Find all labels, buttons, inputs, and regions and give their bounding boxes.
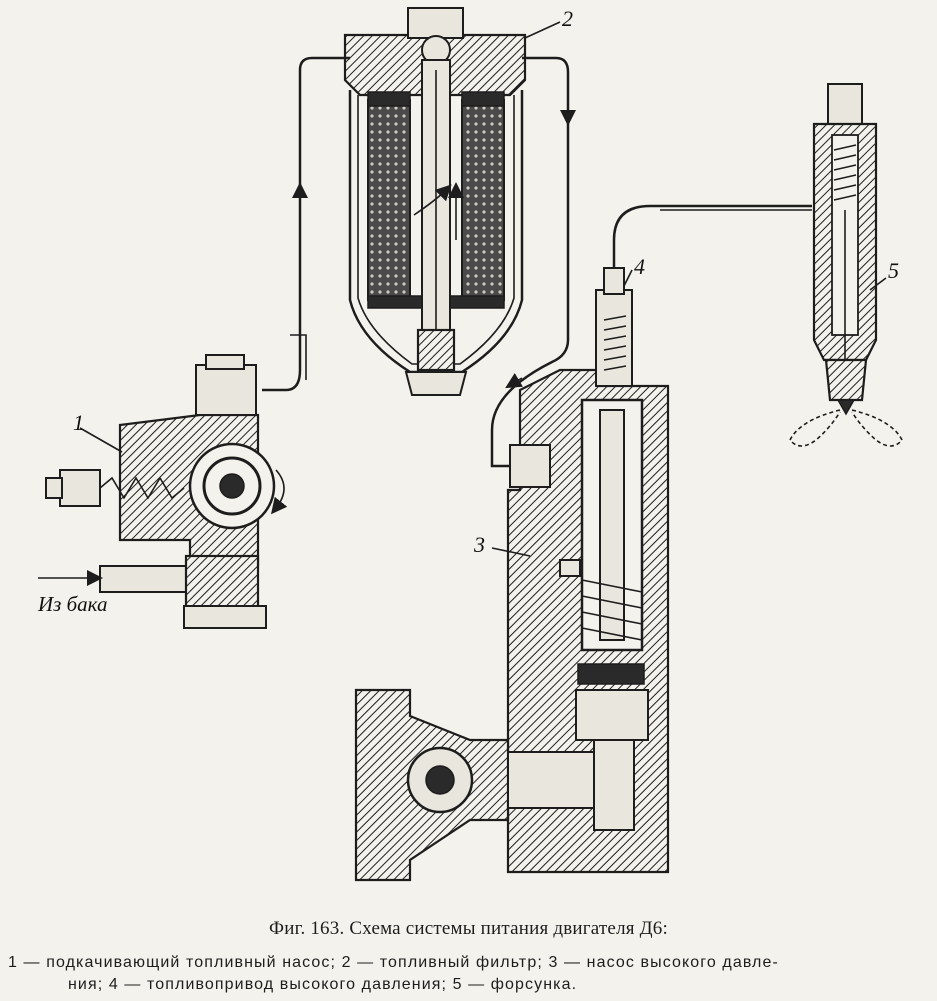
- leader-lines: [491, 21, 887, 557]
- injector: [789, 83, 903, 447]
- figure-caption: Фиг. 163. Схема системы питания двигател…: [269, 918, 668, 939]
- label-filter-number: 2: [562, 6, 573, 31]
- feed-pump: [38, 354, 288, 629]
- label-feed-pump-number: 1: [73, 410, 84, 435]
- label-from-tank: Из бака: [38, 592, 108, 616]
- label-injector-number: 5: [888, 258, 899, 283]
- injection-pump: [354, 267, 670, 882]
- legend-line-2: ния; 4 — топливопривод высокого давления…: [68, 976, 578, 993]
- legend-line-1: 1 — подкачивающий топливный насос; 2 — т…: [8, 954, 779, 971]
- figure-legend: 1 — подкачивающий топливный насос; 2 — т…: [8, 952, 930, 996]
- fuel-system-diagram: [38, 7, 903, 882]
- fuel-filter: [343, 7, 527, 396]
- fuel-lines: [262, 56, 812, 468]
- label-high-pressure-line-number: 4: [634, 254, 645, 279]
- label-injection-pump-number: 3: [474, 532, 485, 557]
